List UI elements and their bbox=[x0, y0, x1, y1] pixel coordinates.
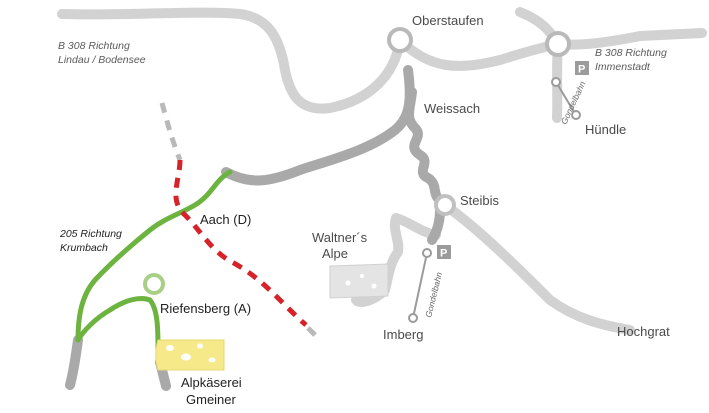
label-205-line2: Krumbach bbox=[60, 242, 108, 254]
label-aach: Aach (D) bbox=[200, 212, 251, 227]
label-oberstaufen: Oberstaufen bbox=[412, 13, 484, 28]
label-imberg: Imberg bbox=[383, 327, 423, 342]
label-huendle: Hündle bbox=[585, 122, 626, 137]
town-ring-icon bbox=[143, 273, 165, 295]
gondola-station-icon bbox=[408, 313, 418, 323]
parking-sign-icon bbox=[575, 61, 589, 75]
label-b308-immenstadt-line1: B 308 Richtung bbox=[595, 47, 667, 59]
road-steibis-hochgrat bbox=[440, 200, 635, 335]
label-weissach: Weissach bbox=[424, 101, 480, 116]
road-south-west bbox=[65, 335, 83, 390]
parking-signs: P P bbox=[437, 61, 589, 260]
route-main bbox=[75, 169, 233, 343]
gondola-lines bbox=[408, 77, 581, 323]
parking-sign-icon bbox=[437, 245, 451, 259]
cheese-icon bbox=[155, 339, 225, 371]
alpe-icon bbox=[329, 263, 389, 299]
label-205-line1: 205 Richtung bbox=[59, 228, 122, 240]
gondola-station-icon bbox=[422, 248, 432, 258]
town-ring-icon bbox=[545, 31, 571, 57]
gondola-line-icon bbox=[555, 81, 577, 116]
label-steibis: Steibis bbox=[460, 193, 500, 208]
town-rings bbox=[143, 27, 571, 295]
route-kaeserei bbox=[75, 295, 163, 365]
road-alpe bbox=[351, 213, 441, 307]
label-riefensberg: Riefensberg (A) bbox=[160, 301, 251, 316]
label-b308-lindau-line1: B 308 Richtung bbox=[58, 40, 130, 52]
label-alpe-line1: Waltner´s bbox=[312, 230, 368, 245]
parking-label: P bbox=[440, 248, 447, 260]
label-b308-lindau-line2: Lindau / Bodensee bbox=[58, 54, 146, 66]
border-red bbox=[173, 159, 308, 327]
gondola-station-icon bbox=[571, 110, 581, 120]
road-b308-west bbox=[57, 7, 405, 114]
road-steibis-p bbox=[427, 205, 445, 245]
route-green bbox=[75, 169, 233, 365]
road-oberstaufen-east bbox=[395, 35, 563, 71]
town-ring-icon bbox=[434, 194, 456, 216]
parking-label: P bbox=[578, 64, 585, 76]
label-alpe-line2: Alpe bbox=[322, 246, 348, 261]
gondola-station-icon bbox=[551, 77, 561, 87]
label-hochgrat: Hochgrat bbox=[617, 324, 670, 339]
road-weissach-steibis bbox=[404, 87, 445, 205]
label-b308-immenstadt-line2: Immenstadt bbox=[595, 61, 651, 73]
border-gray-south bbox=[306, 326, 322, 342]
label-gondelbahn-imberg: Gondelbahn bbox=[423, 271, 444, 319]
gondola-line-icon bbox=[412, 252, 428, 319]
label-kaeserei-line2: Gmeiner bbox=[186, 392, 237, 407]
border-line bbox=[159, 102, 322, 342]
border-gray-north bbox=[159, 102, 183, 161]
town-ring-icon bbox=[387, 27, 413, 53]
label-kaeserei-line1: Alpkäserei bbox=[181, 375, 242, 390]
